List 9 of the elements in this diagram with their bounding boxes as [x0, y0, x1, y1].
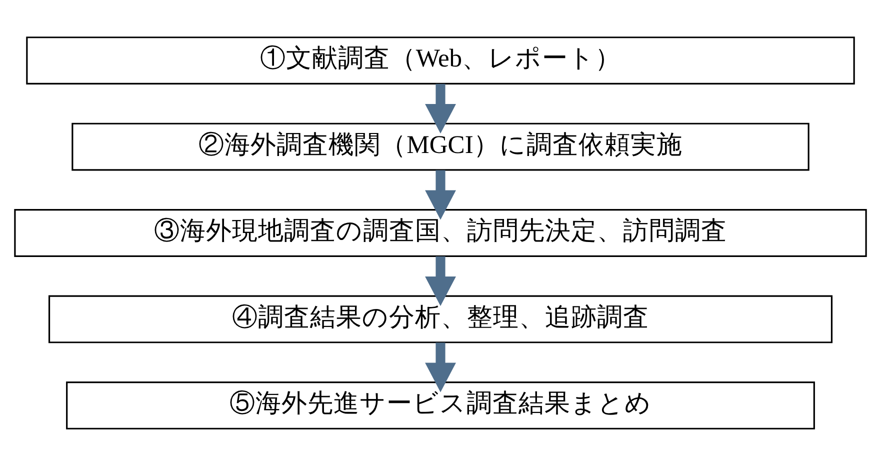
- node-box: ③海外現地調査の調査国、訪問先決定、訪問調査: [14, 209, 867, 257]
- node-box: ①文献調査（Web、レポート）: [26, 36, 855, 84]
- node-box: ⑤海外先進サービス調査結果まとめ: [66, 382, 815, 430]
- arrow: [425, 170, 456, 220]
- node-box: ④調査結果の分析、整理、追跡調査: [48, 295, 833, 344]
- node-box: ②海外調査機関（MGCI）に調査依頼実施: [72, 122, 810, 171]
- arrow: [425, 84, 456, 134]
- arrow: [425, 256, 456, 306]
- arrow: [425, 342, 456, 392]
